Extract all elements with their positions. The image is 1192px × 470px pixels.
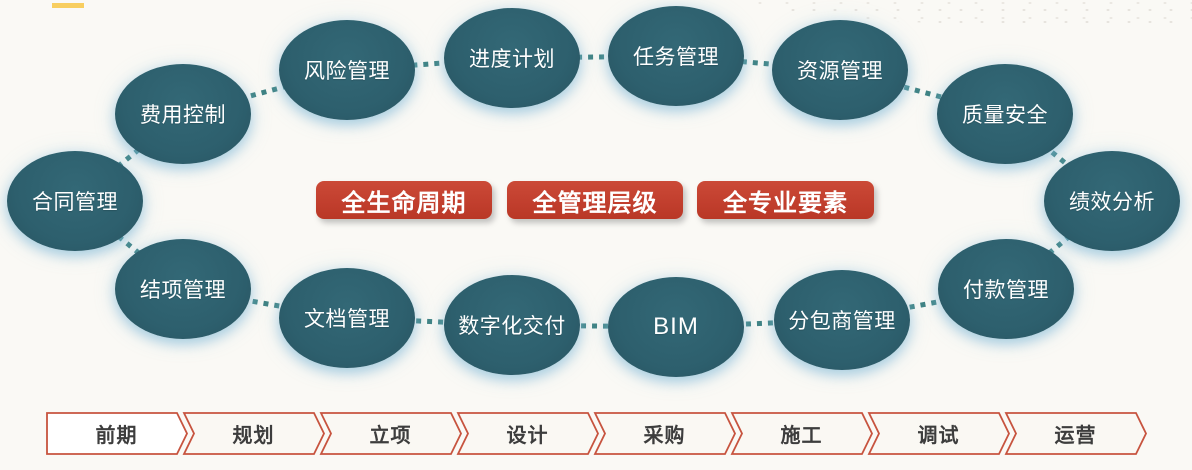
ring-node-document-management: 文档管理 [279,268,415,368]
process-step-label: 调试 [917,425,960,447]
chevron-shape [730,412,874,455]
accent-bar [52,3,84,8]
ring-node-risk-management: 风险管理 [279,20,415,120]
chevron-shape [1004,412,1148,455]
process-step-operation: 运营 [1004,412,1148,455]
process-step-initiation: 立项 [319,412,463,455]
chevron-shape [867,412,1011,455]
node-label: 付款管理 [963,279,1049,302]
ring-node-digital-delivery: 数字化交付 [444,275,580,375]
node-label: 任务管理 [633,46,719,69]
node-label: 文档管理 [304,308,390,331]
node-label: 分包商管理 [788,310,896,333]
node-label: 数字化交付 [458,315,566,338]
chevron-shape [46,412,189,455]
process-step-early-stage: 前期 [46,412,189,455]
node-label: 合同管理 [32,191,118,214]
node-label: 费用控制 [140,104,226,127]
ring-node-quality-safety: 质量安全 [937,64,1073,164]
node-label: 风险管理 [304,60,390,83]
ring-node-contract-management: 合同管理 [7,151,143,251]
process-step-label: 运营 [1054,425,1097,447]
process-step-planning: 规划 [182,412,326,455]
node-label: 绩效分析 [1069,191,1155,214]
badge-label: 全生命周期 [341,189,467,217]
badge-full-management-levels: 全管理层级 [507,181,683,219]
process-step-construction: 施工 [730,412,874,455]
badge-label: 全专业要素 [723,189,848,217]
chevron-shape [593,412,737,455]
badge-full-lifecycle: 全生命周期 [316,181,492,219]
ring-node-schedule-plan: 进度计划 [444,8,580,108]
ring-node-task-management: 任务管理 [608,6,744,106]
process-step-label: 规划 [232,425,275,447]
node-label: 结项管理 [140,279,226,302]
process-step-label: 采购 [643,425,686,447]
chevron-shape [182,412,326,455]
ring-node-payment-management: 付款管理 [938,239,1074,339]
node-label: 质量安全 [962,104,1048,127]
chevron-shape [456,412,600,455]
ring-node-subcontractor-management: 分包商管理 [774,270,910,370]
node-label: 进度计划 [469,48,555,71]
process-step-procurement: 采购 [593,412,737,455]
ring-node-project-closing: 结项管理 [115,239,251,339]
node-label: BIM [653,313,699,340]
process-step-label: 前期 [95,425,138,447]
ring-node-bim: BIM [608,277,744,377]
process-step-label: 立项 [369,425,412,447]
badge-all-discipline-elements: 全专业要素 [697,181,874,219]
process-step-commissioning: 调试 [867,412,1011,455]
ring-node-resource-management: 资源管理 [772,20,908,120]
chevron-shape [319,412,463,455]
ring-node-cost-control: 费用控制 [115,64,251,164]
node-label: 资源管理 [797,60,883,83]
process-step-label: 设计 [506,425,549,447]
ring-node-performance-analysis: 绩效分析 [1044,151,1180,251]
process-step-design: 设计 [456,412,600,455]
process-step-label: 施工 [780,425,823,447]
badge-label: 全管理层级 [532,189,658,217]
